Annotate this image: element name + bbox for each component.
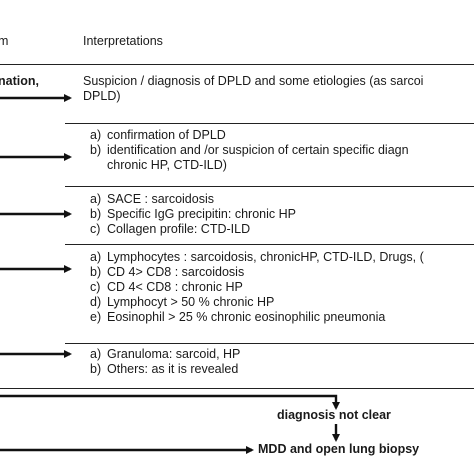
row3-divider [65,244,474,245]
list-item: b)Specific IgG precipitin: chronic HP [90,207,296,221]
column-header-interpretations: Interpretations [83,34,163,48]
arrow-to-not-clear [0,394,340,410]
row1-divider [65,123,474,124]
list-item: b)CD 4> CD8 : sarcoidosis [90,265,245,279]
diagnosis-not-clear-label: diagnosis not clear [277,408,391,422]
list-item: b)identification and /or suspicion of ce… [90,143,409,157]
row5-interpretation: a)Granuloma: sarcoid, HP b)Others: as it… [90,347,240,377]
list-item: c)CD 4< CD8 : chronic HP [90,280,243,294]
list-item: a)SACE : sarcoidosis [90,192,214,206]
row3-interpretation: a)SACE : sarcoidosis b)Specific IgG prec… [90,192,296,237]
row4-divider [65,343,474,344]
table-bottom-rule [0,388,474,389]
list-item: chronic HP, CTD-ILD) [107,158,227,172]
list-item: c)Collagen profile: CTD-ILD [90,222,251,236]
list-item: b)Others: as it is revealed [90,362,239,376]
header-rule [0,64,474,65]
row1-left-label: nation, [0,74,39,88]
list-item: a)Granuloma: sarcoid, HP [90,347,241,361]
row2-divider [65,186,474,187]
list-item: e)Eosinophil > 25 % chronic eosinophilic… [90,310,386,324]
list-item: d)Lymphocyt > 50 % chronic HP [90,295,275,309]
list-item: a)Lymphocytes : sarcoidosis, chronicHP, … [90,250,424,264]
column-header-left: m [0,34,9,48]
list-item: a)confirmation of DPLD [90,128,226,142]
row2-interpretation: a)confirmation of DPLD b)identification … [90,128,409,173]
mdd-biopsy-label: MDD and open lung biopsy [258,442,420,456]
row1-interpretation: Suspicion / diagnosis of DPLD and some e… [83,74,424,103]
row4-interpretation: a)Lymphocytes : sarcoidosis, chronicHP, … [90,250,424,325]
